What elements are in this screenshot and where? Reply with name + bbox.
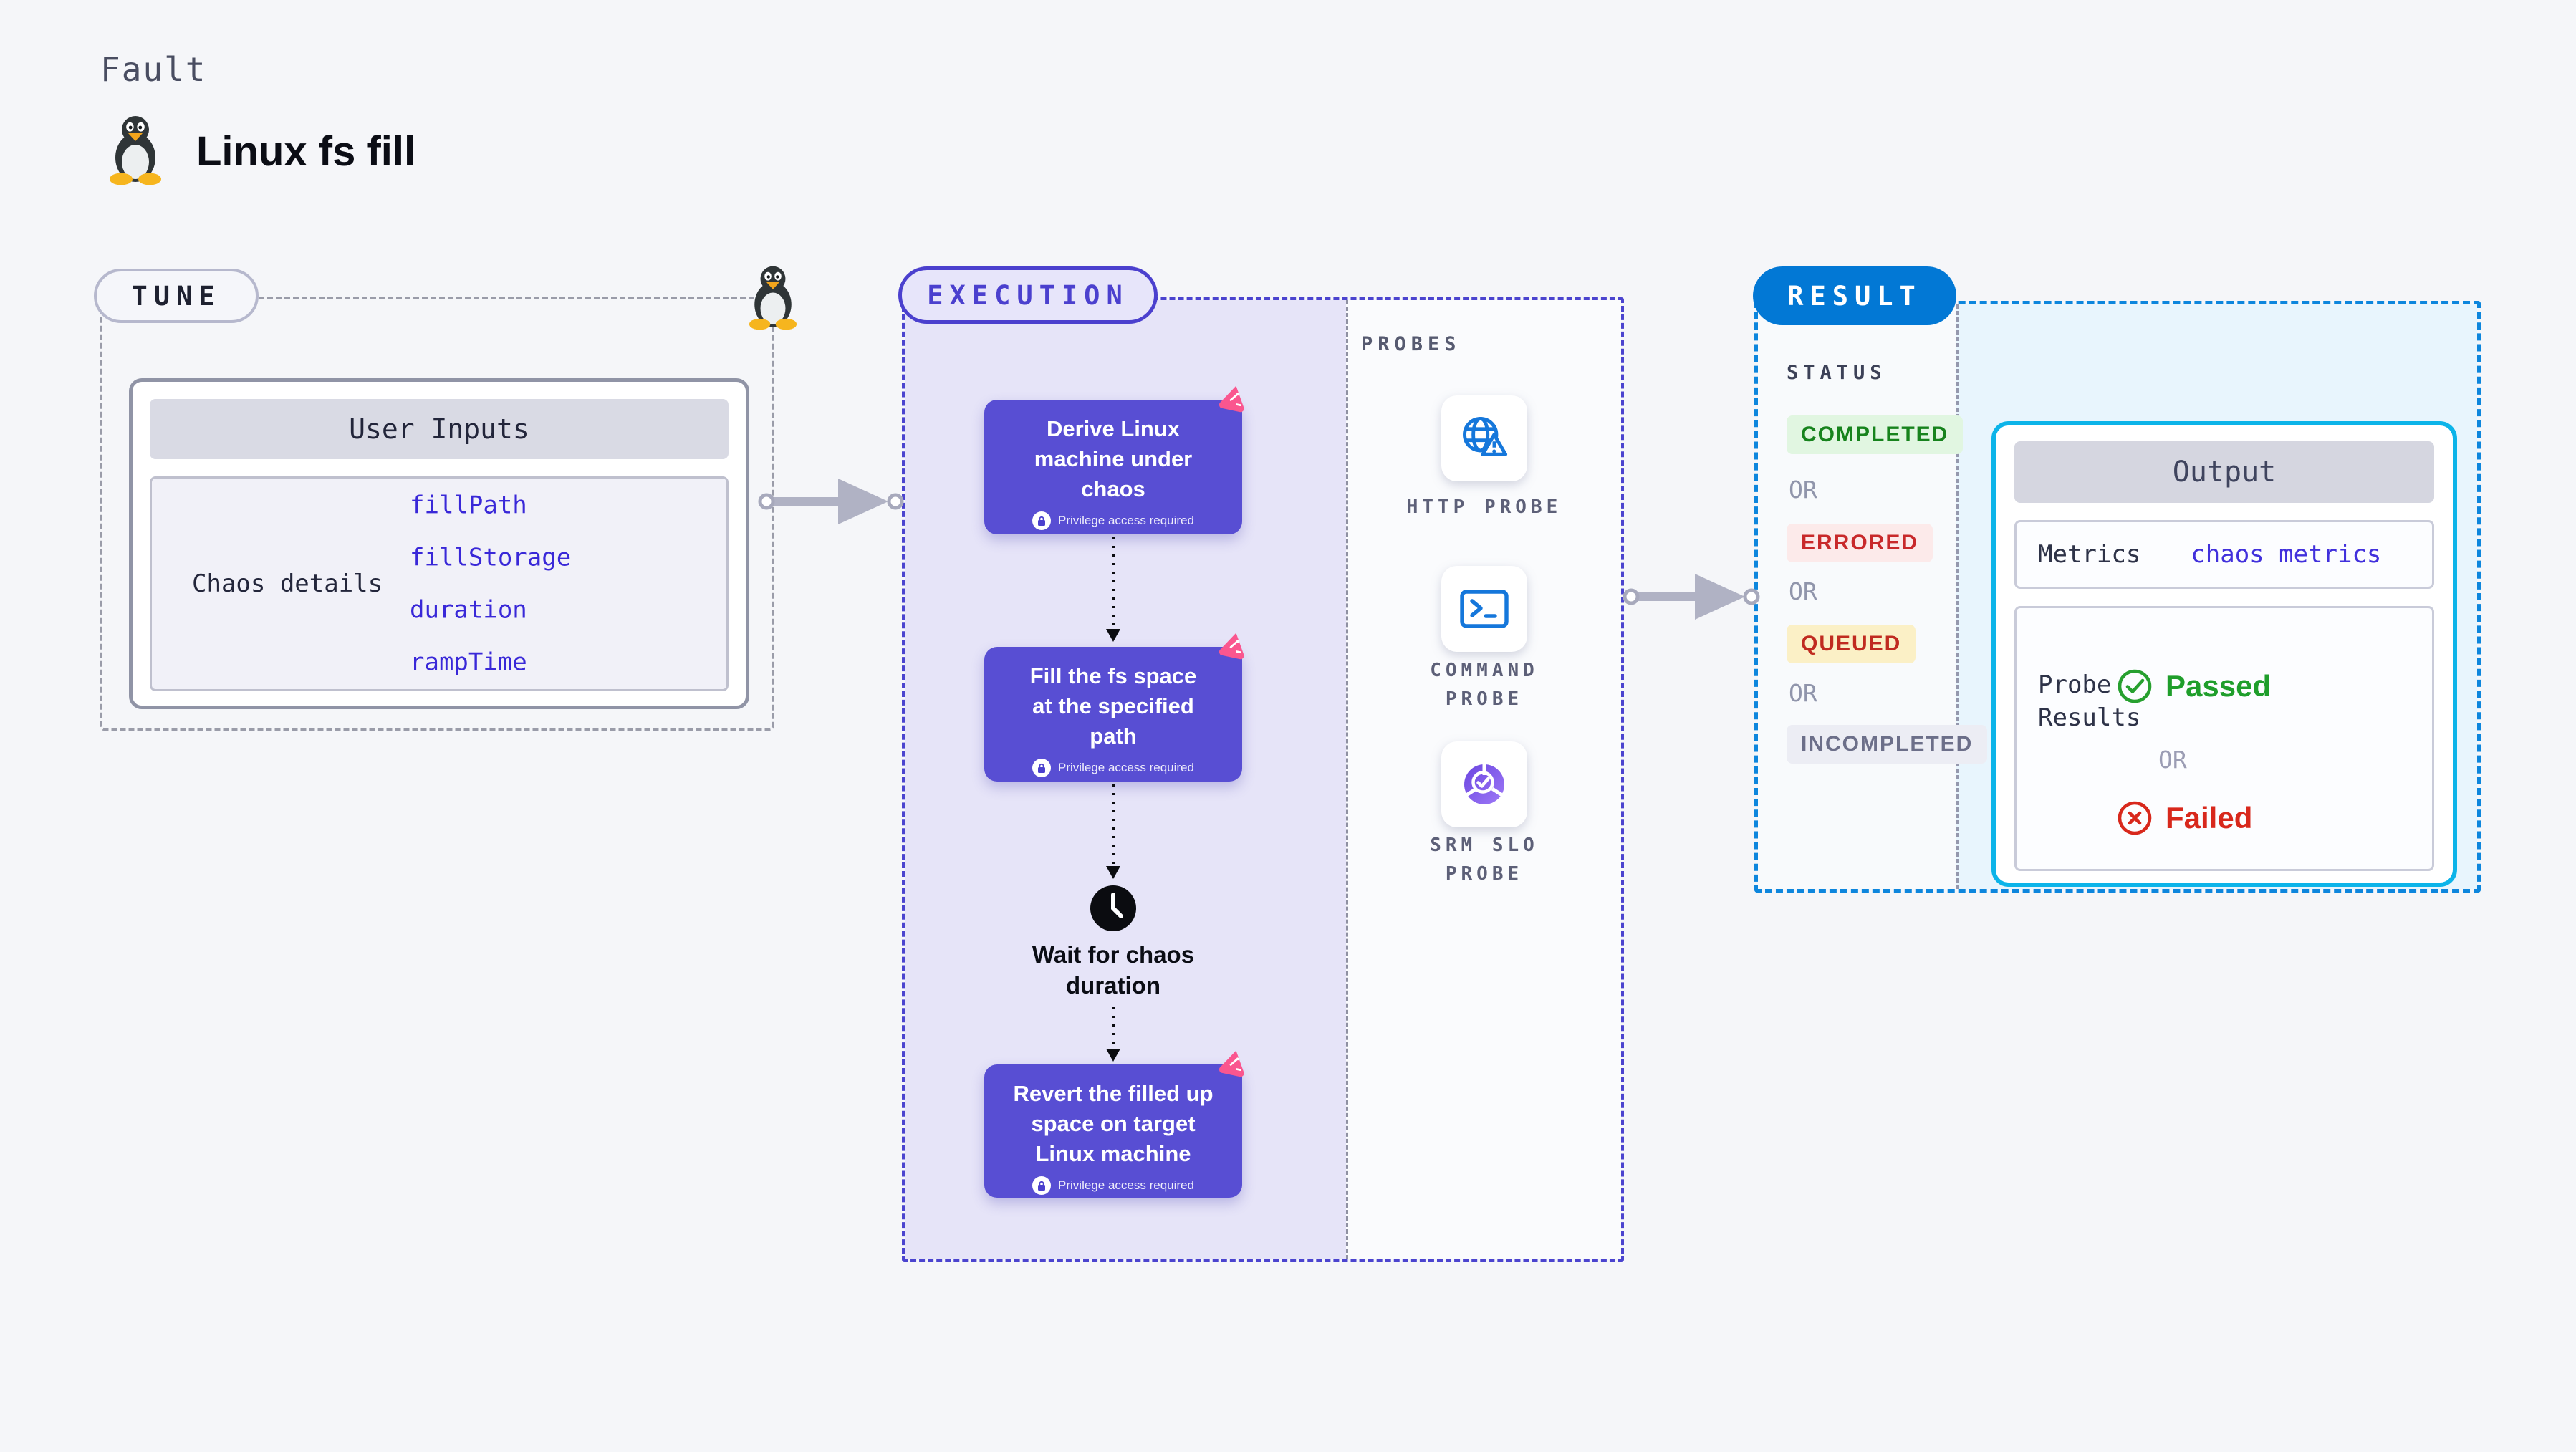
probe-verdict-failed: Failed xyxy=(2117,800,2252,836)
srm-slo-probe-card xyxy=(1441,741,1527,827)
probes-divider xyxy=(1346,300,1348,1259)
step-title: Fill the fs space at the specified path xyxy=(1029,663,1197,749)
lock-icon xyxy=(1032,759,1052,777)
or-separator: OR xyxy=(2158,746,2187,774)
tune-section-pill: TUNE xyxy=(94,269,259,323)
param-fillpath: fillPath xyxy=(410,491,527,520)
clock-icon xyxy=(1090,885,1136,931)
user-inputs-card: User Inputs Chaos details fillPath fillS… xyxy=(129,378,749,709)
chaos-experiment-icon xyxy=(1219,385,1244,413)
flow-arrow-down-icon xyxy=(1106,1007,1120,1062)
terminal-icon xyxy=(1460,590,1509,628)
tux-penguin-small-icon xyxy=(749,266,797,330)
step-revert-space: Revert the filled up space on target Lin… xyxy=(984,1064,1242,1198)
or-separator: OR xyxy=(1789,577,1817,605)
param-ramptime: rampTime xyxy=(410,648,527,677)
execution-to-result-arrow-icon xyxy=(1623,574,1760,620)
metrics-row: Metrics chaos metrics xyxy=(2014,520,2434,589)
x-circle-icon xyxy=(2118,801,2152,835)
probe-results-label: Probe Results xyxy=(2038,670,2141,732)
status-badge-errored: ERRORED xyxy=(1787,524,1933,562)
chaos-experiment-icon xyxy=(1219,633,1244,660)
privilege-note: Privilege access required xyxy=(984,759,1242,777)
probe-verdict-passed: Passed xyxy=(2117,668,2271,704)
wait-step-title: Wait for chaos duration xyxy=(1032,941,1195,999)
command-probe-card xyxy=(1441,566,1527,652)
command-probe-label: COMMAND PROBE xyxy=(1430,660,1539,710)
metrics-label: Metrics xyxy=(2038,540,2141,569)
probes-column-label: PROBES xyxy=(1361,333,1461,355)
status-badge-incompleted: INCOMPLETED xyxy=(1787,725,1988,764)
step-derive-machine: Derive Linux machine under chaos Privile… xyxy=(984,400,1242,534)
chaos-experiment-icon xyxy=(1219,1050,1244,1077)
privilege-note: Privilege access required xyxy=(984,1176,1242,1195)
tune-section-box xyxy=(100,297,774,731)
step-title: Revert the filled up space on target Lin… xyxy=(1013,1081,1213,1166)
http-probe-label: HTTP PROBE xyxy=(1406,496,1562,518)
privilege-note: Privilege access required xyxy=(984,511,1242,530)
flow-arrow-down-icon xyxy=(1106,537,1120,642)
result-section-pill: RESULT xyxy=(1753,266,1956,325)
execution-section-pill: EXECUTION xyxy=(898,266,1158,324)
status-output-divider xyxy=(1956,304,1959,889)
step-title: Derive Linux machine under chaos xyxy=(1034,416,1193,501)
output-header: Output xyxy=(2014,441,2434,503)
status-column-label: STATUS xyxy=(1787,362,1887,384)
tune-to-execution-arrow-icon xyxy=(758,479,904,524)
chaos-params-list: fillPath fillStorage duration rampTime xyxy=(410,491,571,677)
param-fillstorage: fillStorage xyxy=(410,543,572,572)
or-separator: OR xyxy=(1789,476,1817,504)
http-probe-card xyxy=(1441,395,1527,481)
chaos-details-row: Chaos details fillPath fillStorage durat… xyxy=(150,476,729,691)
param-duration: duration xyxy=(410,595,527,625)
page-title: Linux fs fill xyxy=(196,128,416,175)
chaos-details-label: Chaos details xyxy=(192,569,383,598)
user-inputs-header: User Inputs xyxy=(150,399,729,459)
slo-donut-check-icon xyxy=(1464,764,1504,804)
metrics-value: chaos metrics xyxy=(2191,540,2382,569)
fault-kicker: Fault xyxy=(100,50,207,89)
status-column-background xyxy=(1758,304,1956,889)
probe-results-row: Probe Results Passed OR Failed xyxy=(2014,606,2434,871)
lock-icon xyxy=(1032,511,1052,530)
output-card: Output Metrics chaos metrics Probe Resul… xyxy=(1991,421,2457,887)
or-separator: OR xyxy=(1789,679,1817,707)
step-fill-fs-space: Fill the fs space at the specified path … xyxy=(984,647,1242,782)
status-badge-completed: COMPLETED xyxy=(1787,415,1964,454)
lock-icon xyxy=(1032,1176,1052,1195)
check-circle-icon xyxy=(2118,669,2152,703)
status-badge-queued: QUEUED xyxy=(1787,625,1916,663)
srm-slo-probe-label: SRM SLO PROBE xyxy=(1430,835,1539,885)
tux-penguin-icon xyxy=(110,116,161,185)
flow-arrow-down-icon xyxy=(1106,784,1120,879)
globe-alert-icon xyxy=(1463,417,1508,456)
